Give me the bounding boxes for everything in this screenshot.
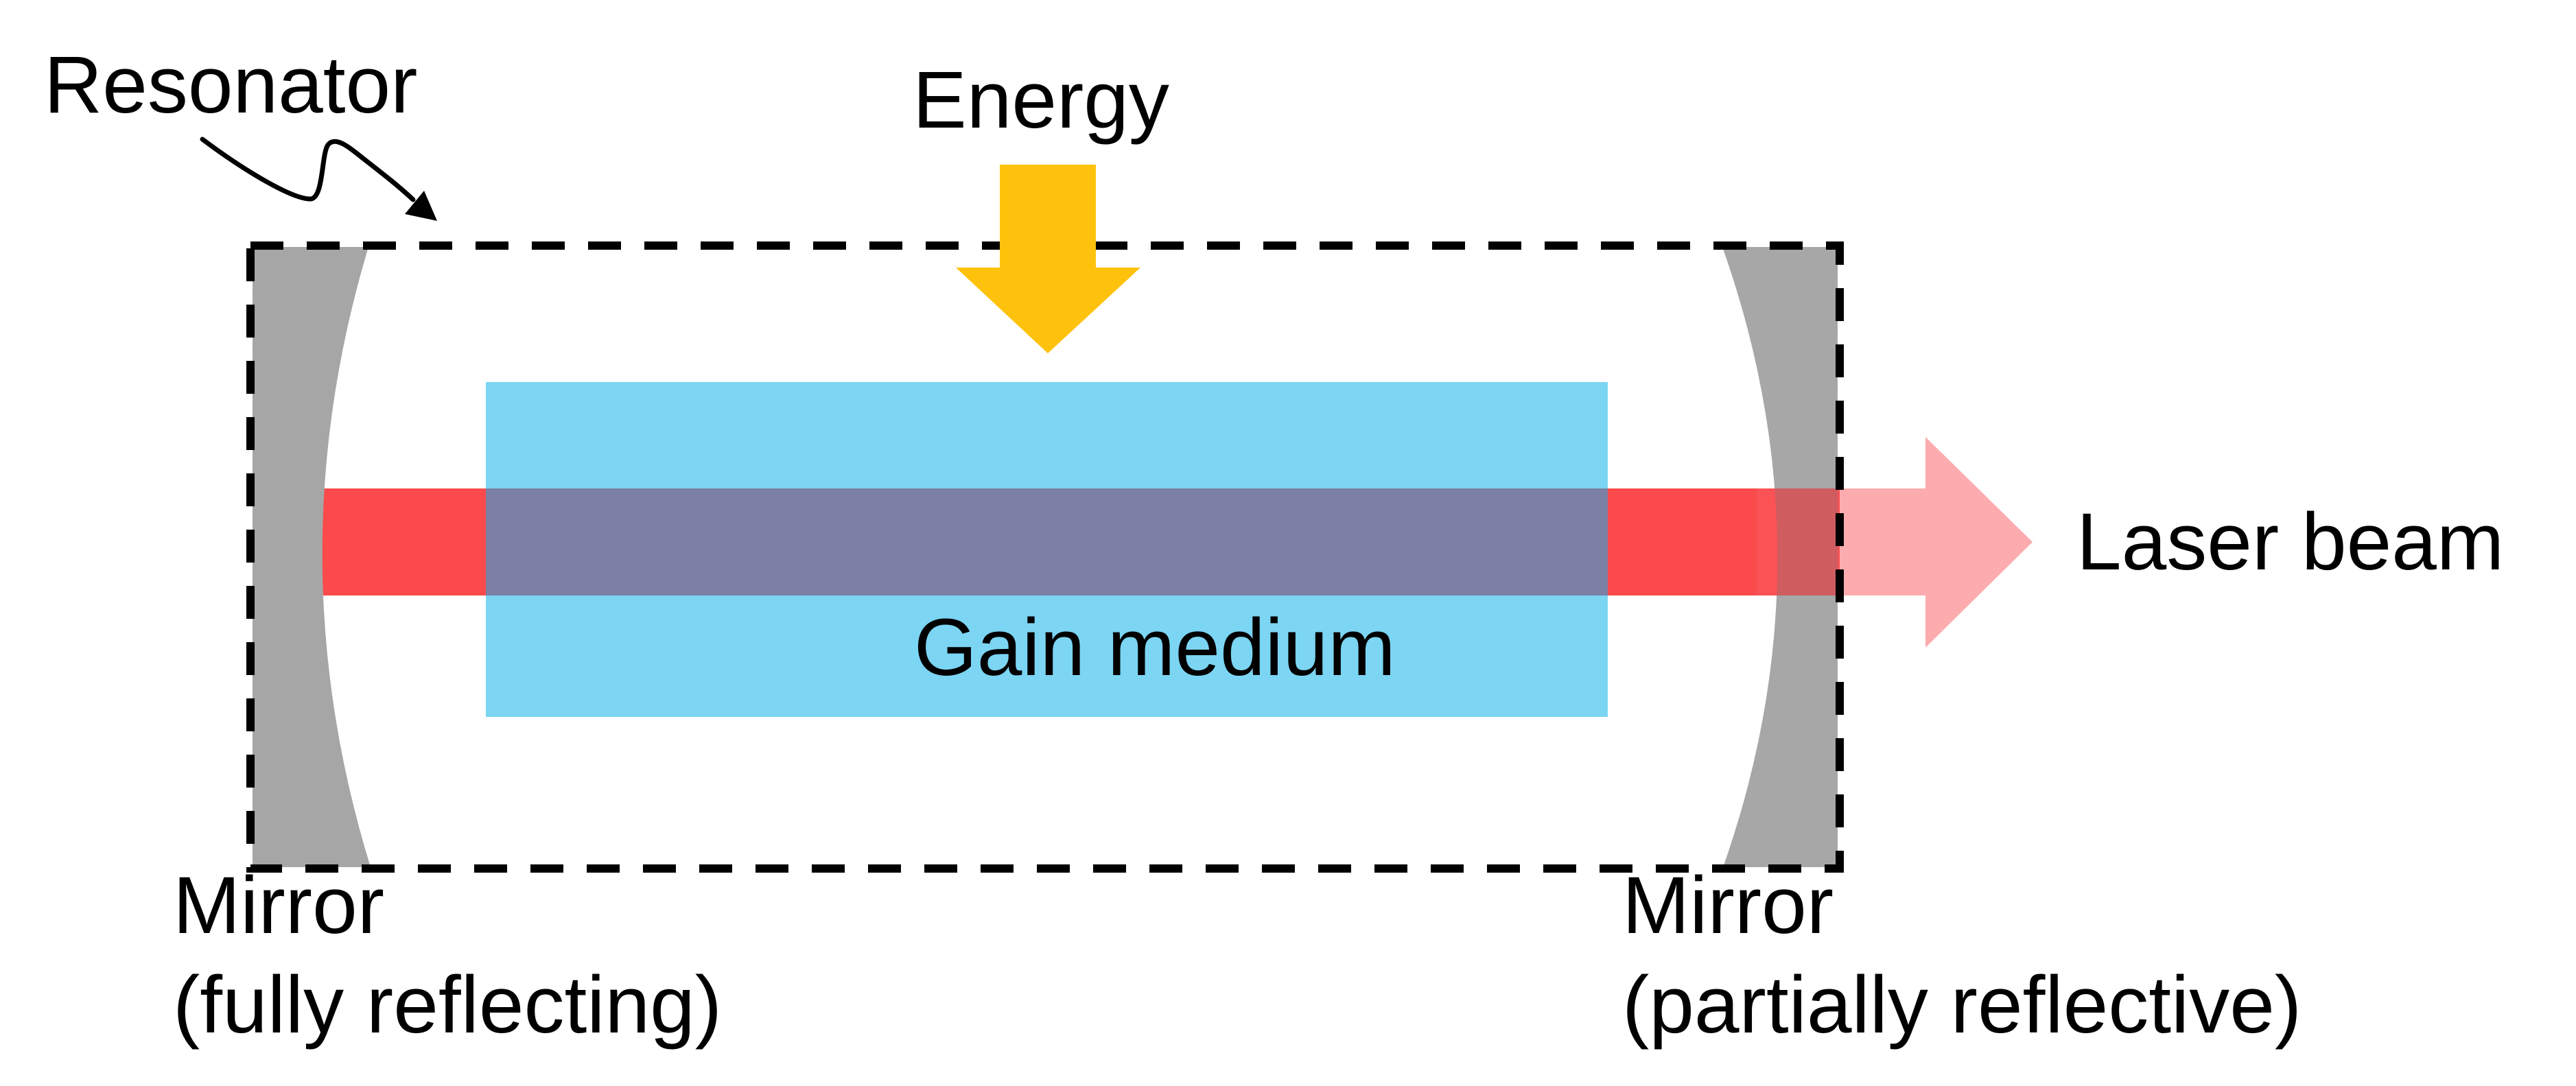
resonator-pointer-arrowhead-icon	[405, 191, 437, 221]
mirror-right-label: Mirror (partially reflective)	[1622, 856, 2302, 1055]
resonator-pointer-squiggle	[200, 137, 416, 202]
resonator-label: Resonator	[44, 40, 418, 130]
energy-label: Energy	[913, 55, 1169, 145]
laser-beam-label: Laser beam	[2076, 497, 2505, 587]
mirror-left-label-line2: (fully reflecting)	[173, 960, 723, 1050]
laser-output-arrow	[1757, 437, 2033, 648]
beam-inside-gain-medium	[486, 488, 1608, 595]
energy-arrow	[956, 165, 1140, 353]
gain-medium-label: Gain medium	[914, 602, 1396, 693]
mirror-left-shape	[253, 247, 371, 867]
mirror-left-label: Mirror (fully reflecting)	[173, 856, 722, 1055]
mirror-right-label-line1: Mirror	[1622, 860, 1834, 951]
mirror-right-label-line2: (partially reflective)	[1622, 960, 2302, 1050]
mirror-left-label-line1: Mirror	[173, 860, 385, 951]
